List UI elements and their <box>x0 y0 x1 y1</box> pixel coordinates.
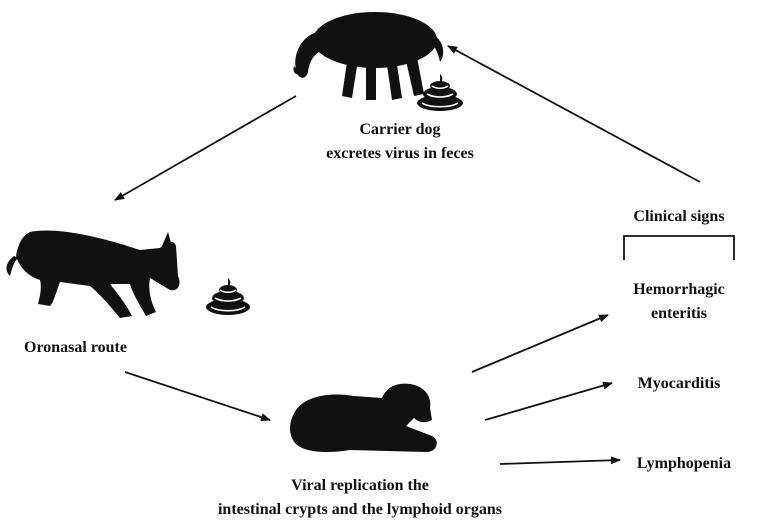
arrow-to-hemorrhagic-enteritis <box>471 314 609 373</box>
oronasal-route-label: Oronasal route <box>24 339 127 356</box>
arrow-to-lymphopenia <box>499 456 621 465</box>
hemorrhagic-line1: Hemorrhagic <box>633 281 725 298</box>
carrier-label-line1: Carrier dog <box>359 121 441 138</box>
hemorrhagic-enteritis-label: Hemorrhagic enteritis <box>614 278 744 326</box>
arrow-oronasal-to-replication <box>124 371 271 421</box>
carrier-label-line2: excretes virus in feces <box>326 145 474 162</box>
feces-icon <box>417 74 463 111</box>
clinical-signs-bracket <box>623 235 735 260</box>
hemorrhagic-line2: enteritis <box>651 305 707 322</box>
replication-label-line2: intestinal crypts and the lymphoid organ… <box>217 501 503 518</box>
arrow-to-myocarditis <box>484 381 613 421</box>
myocarditis-label: Myocarditis <box>637 375 721 392</box>
lymphopenia-label: Lymphopenia <box>636 455 732 472</box>
crouching-dog-icon <box>6 230 180 318</box>
arrow-carrier-to-oronasal <box>114 95 297 201</box>
lying-dog-icon <box>290 383 437 452</box>
feces-icon <box>206 278 250 315</box>
arrow-signs-to-carrier <box>447 45 701 183</box>
replication-label-line1: Viral replication the <box>291 477 429 494</box>
carrier-dog-label: Carrier dog excretes virus in feces <box>300 118 500 166</box>
clinical-signs-heading: Clinical signs <box>633 208 725 225</box>
viral-replication-label: Viral replication the intestinal crypts … <box>160 474 560 522</box>
sniffing-dog-icon <box>293 12 444 100</box>
